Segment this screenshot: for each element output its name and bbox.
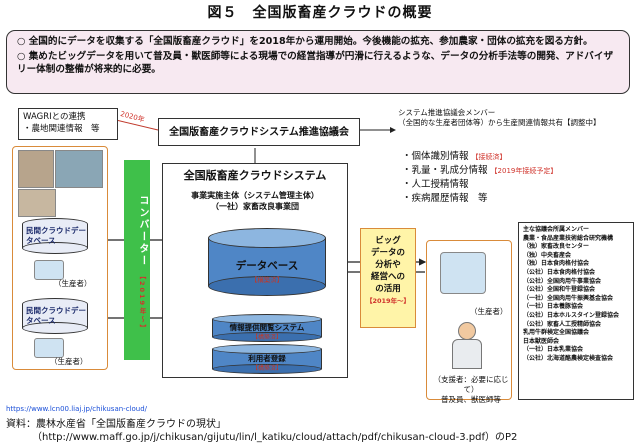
operator-line-2: （一社）家畜改良事業団 [211,202,299,211]
wagri-box: WAGRIとの連携 ・農地関連情報 等 [18,108,118,140]
converter-label: コンバーター [137,195,148,268]
database-label: データベース [235,260,299,272]
advisor-icon [446,322,486,369]
wagri-line-1: WAGRIとの連携 [23,112,86,122]
registration-label: 利用者登録 [248,354,286,363]
source-url-link[interactable]: https://www.lcn00.liaj.jp/chikusan-cloud… [6,405,148,413]
system-operator: 事業実施主体（システム管理主体） （一社）家畜改良事業団 [162,190,348,212]
council-box: 全国版畜産クラウドシステム推進協議会 [158,118,360,146]
converter-bar: コンバーター 【2019年〜】 [124,160,150,360]
info-item: ・乳量・乳成分情報 【2019年接続予定】 [402,165,558,176]
farm-photo-1 [18,150,54,188]
wagri-line-2: ・農地関連情報 等 [23,124,100,134]
footnote-line-2: （http://www.maff.go.jp/j/chikusan/gijutu… [32,432,518,443]
members-list-box: 主な協議会所属メンバー 農業・食品産業技術総合研究機構 （独）家畜改良センター … [518,222,634,400]
members-top-line-2: （全国的な生産者団体等）から生産関連情報共有【調整中】 [398,118,601,127]
info-system-label: 情報提供閲覧システム [229,323,305,332]
private-cloud-db-1: 民間クラウドデータベース [22,218,88,254]
tablet-icon [440,252,486,294]
right-user-area [426,240,512,400]
footnote-line-1: 資料：農林水産省「全国版畜産クラウドの現状」 [6,419,226,430]
wagri-link-line [115,119,159,131]
tablet-icon [34,338,64,358]
advisor-labels: （支援者：必要に応じて） 普及員、獣医師等 [428,375,514,405]
user-registration-cylinder: 利用者登録 【構築済】 [212,344,322,374]
summary-point-2: ○ 集めたビッグデータを用いて普及員・獣医師等による現場での経営指導が円滑に行え… [17,50,614,76]
bigdata-tag: 【2019年〜】 [365,297,411,305]
info-system-tag: 【構築済】 [251,334,282,341]
registration-tag: 【構築済】 [251,365,282,372]
members-info-list: ・個体識別情報 【接続済】 ・乳量・乳成分情報 【2019年接続予定】 ・人工授… [402,150,632,206]
private-cloud-db-2: 民間クラウドデータベース [22,298,88,334]
system-title: 全国版畜産クラウドシステム [183,169,327,182]
summary-point-1: ○ 全国的にデータを収集する「全国版畜産クラウド」を2018年から運用開始。今後… [17,36,593,47]
right-producer-label: （生産者） [470,307,508,316]
database-tag: 【構築済】 [250,276,284,284]
figure-title: 図５ 全国版畜産クラウドの概要 [207,5,433,21]
farm-photo-3 [18,189,56,217]
bigdata-box: ビッグ データの 分析や 経営への の活用 【2019年〜】 [360,228,416,328]
converter-tag: 【2019年〜】 [138,272,146,333]
footnote: 資料：農林水産省「全国版畜産クラウドの現状」 （http://www.maff.… [6,418,636,444]
advisor-line-2: 普及員、獣医師等 [441,395,501,404]
summary-box: ○ 全国的にデータを収集する「全国版畜産クラウド」を2018年から運用開始。今後… [6,30,630,94]
members-top-line-1: システム推進協議会メンバー [398,108,496,117]
farm-photo-2 [55,150,103,188]
info-item: ・疾病履歴情報 等 [402,193,488,204]
tablet-icon [34,260,64,280]
operator-line-1: 事業実施主体（システム管理主体） [191,191,319,200]
left-producer-area [12,146,108,370]
advisor-line-1: （支援者：必要に応じて） [433,375,509,394]
producer-label-2: （生産者） [50,357,88,366]
database-cylinder: データベース 【構築済】 [208,228,326,296]
info-item: ・個体識別情報 【接続済】 [402,151,507,162]
info-system-cylinder: 情報提供閲覧システム 【構築済】 [212,314,322,342]
info-item: ・人工授精情報 [402,179,469,190]
producer-label-1: （生産者） [54,279,92,288]
members-top: システム推進協議会メンバー （全国的な生産者団体等）から生産関連情報共有【調整中… [398,108,630,128]
